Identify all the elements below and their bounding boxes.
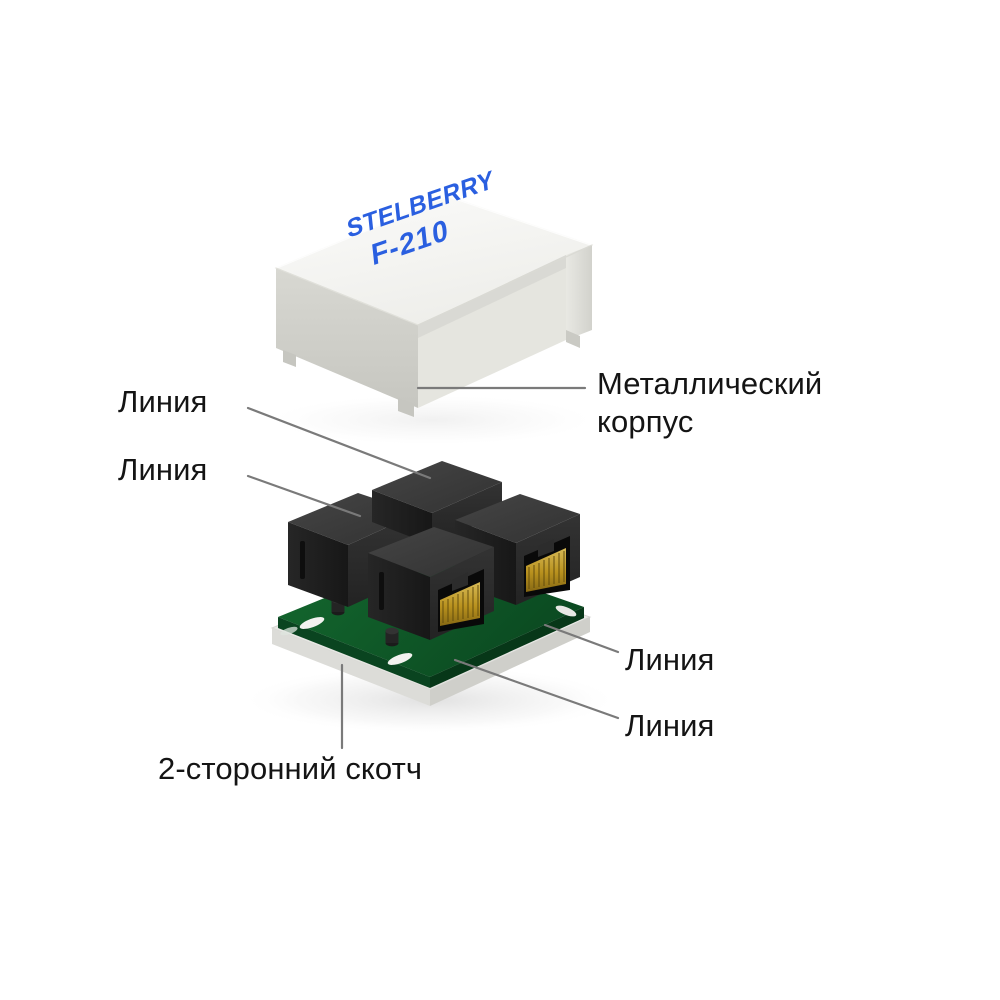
pcb-post-mid <box>385 627 399 647</box>
leader-lines <box>246 386 620 750</box>
leader-line-top-2 <box>246 474 362 518</box>
jack-fl-slot <box>379 572 384 610</box>
tape-front-right-edge <box>430 617 590 706</box>
jack-rr-left <box>372 490 432 545</box>
jack-fr-top <box>455 494 580 543</box>
rj45-jack-front-left <box>368 527 494 640</box>
housing-foot-left-a <box>283 350 296 367</box>
board-assembly <box>270 461 592 706</box>
housing-edge-right <box>417 244 593 326</box>
jack-rl-slot <box>300 541 305 579</box>
pcb-pad-a <box>299 617 325 629</box>
callout-line-top-2: Линия <box>118 452 208 487</box>
housing-edge-highlight <box>275 194 593 269</box>
housing-inner-shade <box>418 255 566 338</box>
tape-front-left-edge <box>272 628 430 706</box>
housing-right-panel <box>566 245 592 340</box>
housing-edge-front <box>275 267 419 326</box>
pcb-pad-c <box>555 605 577 617</box>
housing-inner-face <box>418 255 566 408</box>
leader-line-top-1 <box>246 406 432 480</box>
callout-metal-housing: Металлический корпус <box>597 366 823 439</box>
metal-housing: STELBERRY F-210 <box>274 165 594 417</box>
jack-rr-front <box>432 482 502 545</box>
jack-fl-top <box>368 527 494 577</box>
jack-rr-top <box>372 461 502 513</box>
callout-line-right-1: Линия <box>625 642 715 677</box>
jack-fl-gold-contacts <box>440 582 480 626</box>
pcb-pad-b <box>387 653 413 665</box>
jack-fr-gold-contacts <box>526 548 566 592</box>
jack-fr-port-key <box>538 539 554 557</box>
pcb-front-right-edge <box>430 607 584 688</box>
rj45-jack-rear-right <box>372 461 502 545</box>
callout-line-top-1: Линия <box>118 384 208 419</box>
housing-shadow <box>262 394 602 446</box>
callout-line-right-2: Линия <box>625 708 715 743</box>
housing-foot-right <box>566 330 580 348</box>
housing-left-panel <box>276 268 418 408</box>
pcb-front-left-edge <box>278 617 430 688</box>
jack-fl-port-key <box>452 572 468 591</box>
leader-line-right-1 <box>543 623 620 654</box>
pcb-pad-d <box>280 626 298 636</box>
housing-foot-left-b <box>398 398 414 417</box>
leader-line-right-2 <box>453 658 620 720</box>
callout-double-sided-tape: 2-сторонний скотч <box>158 751 423 786</box>
